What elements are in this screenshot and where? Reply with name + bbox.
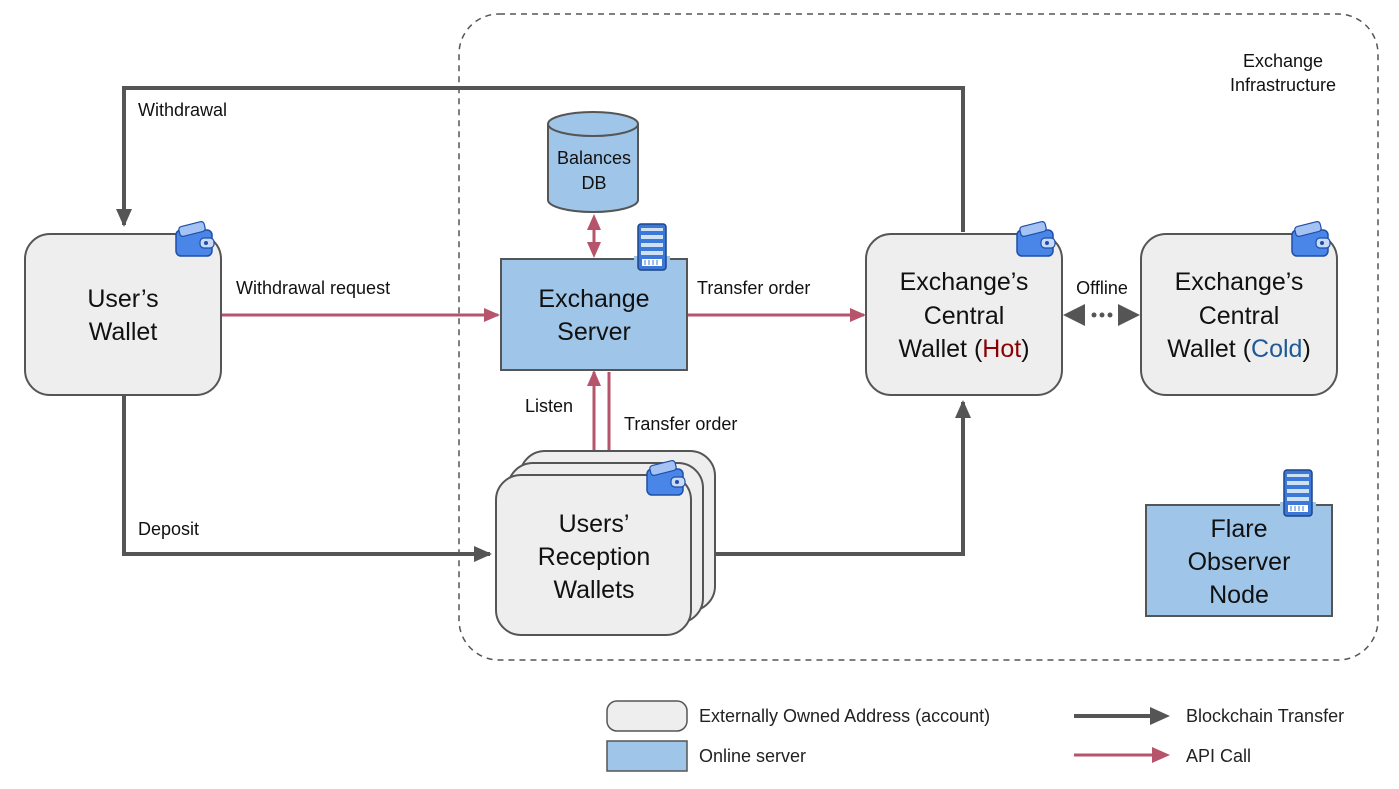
hot-wallet-node: Exchange’s Central Wallet (Hot) bbox=[865, 233, 1063, 396]
withdrawal-request-label: Withdrawal request bbox=[236, 278, 390, 298]
exchange-server-line1: Exchange bbox=[538, 285, 649, 313]
wallet-icon bbox=[1016, 220, 1056, 257]
reception-line1: Users’ bbox=[559, 510, 630, 538]
hot-accent: Hot bbox=[982, 335, 1021, 363]
reception-line2: Reception bbox=[538, 543, 651, 571]
transfer-order-reception-label: Transfer order bbox=[624, 414, 737, 434]
cold-wallet-line3: Wallet (Cold) bbox=[1167, 335, 1311, 363]
cold-wallet-line2: Central bbox=[1199, 302, 1280, 330]
offline-label: Offline bbox=[1076, 278, 1128, 298]
user-wallet-line1: User’s bbox=[87, 285, 158, 313]
transfer-order-hot-label: Transfer order bbox=[697, 278, 810, 298]
deposit-arrow bbox=[122, 396, 492, 562]
reception-line3: Wallets bbox=[553, 576, 634, 604]
cold-wallet-line1: Exchange’s bbox=[1175, 268, 1304, 296]
flare-line2: Observer bbox=[1188, 548, 1291, 576]
infrastructure-label-line1: Exchange bbox=[1243, 51, 1323, 71]
deposit-label: Deposit bbox=[138, 519, 199, 539]
exchange-server-node: Exchange Server bbox=[500, 258, 688, 371]
hot-wallet-line1: Exchange’s bbox=[900, 268, 1029, 296]
wallet-icon bbox=[175, 220, 215, 257]
infrastructure-label-line2: Infrastructure bbox=[1230, 75, 1336, 95]
withdrawal-label: Withdrawal bbox=[138, 100, 227, 120]
flare-observer-node: Flare Observer Node bbox=[1145, 504, 1333, 617]
legend: Externally Owned Address (account) Onlin… bbox=[606, 700, 1344, 772]
hot-wallet-line2: Central bbox=[924, 302, 1005, 330]
cold-accent: Cold bbox=[1251, 335, 1302, 363]
withdrawal-arrow bbox=[116, 86, 965, 232]
exchange-server-line2: Server bbox=[557, 318, 631, 346]
user-wallet-node: User’s Wallet bbox=[24, 233, 222, 396]
balances-db-line2: DB bbox=[581, 173, 606, 193]
reception-to-hot-arrow bbox=[692, 400, 971, 556]
legend-server-label: Online server bbox=[699, 746, 806, 766]
listen-label: Listen bbox=[525, 396, 573, 416]
legend-blockchain-label: Blockchain Transfer bbox=[1186, 706, 1344, 726]
hot-wallet-line3: Wallet (Hot) bbox=[898, 335, 1029, 363]
exchange-infrastructure-boundary bbox=[458, 13, 1379, 661]
user-wallet-line2: Wallet bbox=[89, 318, 158, 346]
cold-wallet-node: Exchange’s Central Wallet (Cold) bbox=[1140, 233, 1338, 396]
legend-eoa-label: Externally Owned Address (account) bbox=[699, 706, 990, 726]
balances-db-line1: Balances bbox=[557, 148, 631, 168]
legend-server-swatch bbox=[606, 740, 688, 772]
server-icon bbox=[1279, 469, 1317, 517]
offline-link bbox=[1063, 304, 1140, 326]
legend-eoa-swatch bbox=[606, 700, 688, 732]
flare-line1: Flare bbox=[1211, 515, 1268, 543]
flare-line3: Node bbox=[1209, 581, 1269, 609]
db-server-arrow bbox=[587, 214, 601, 258]
server-icon bbox=[633, 223, 671, 271]
balances-db-node: Balances DB bbox=[547, 111, 639, 213]
legend-api-label: API Call bbox=[1186, 746, 1251, 766]
wallet-icon bbox=[1291, 220, 1331, 257]
